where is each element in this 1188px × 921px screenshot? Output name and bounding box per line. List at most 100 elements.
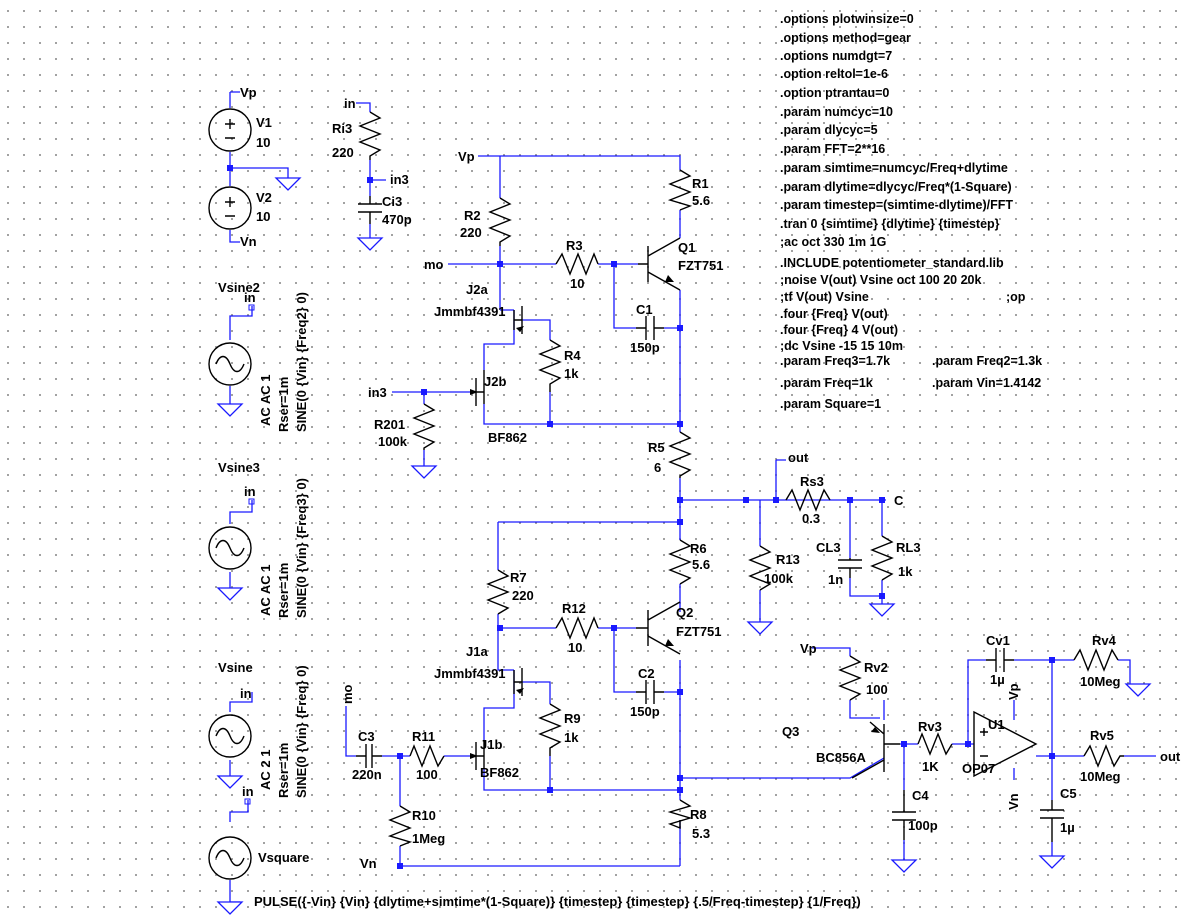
svg-text:C1: C1 bbox=[636, 302, 653, 317]
transistor-q3[interactable]: Q3 BC856A bbox=[782, 721, 900, 779]
potentiometer-rv4[interactable]: Rv4 10Meg bbox=[1073, 633, 1121, 689]
svg-text:Vsquare: Vsquare bbox=[258, 850, 309, 865]
sine-source-vsine2[interactable]: Vsine2 in AC AC 1 Rser=1m SINE(0 {Vin} {… bbox=[208, 280, 309, 432]
svg-text:.param timestep=(simtime-dlyti: .param timestep=(simtime-dlytime)/FFT bbox=[780, 198, 1013, 212]
svg-text:.INCLUDE potentiometer_standar: .INCLUDE potentiometer_standard.lib bbox=[780, 256, 1004, 270]
resistor-r13[interactable]: R13 100k bbox=[748, 545, 800, 591]
voltage-source-v1[interactable]: V1 10 bbox=[208, 108, 272, 152]
svg-text:10Meg: 10Meg bbox=[1080, 769, 1121, 784]
resistor-rv3[interactable]: Rv3 1K bbox=[917, 719, 953, 774]
voltage-source-v2[interactable]: V2 10 bbox=[208, 186, 272, 230]
resistor-r7[interactable]: R7 220 bbox=[486, 569, 534, 615]
resistor-r6[interactable]: R6 5.6 bbox=[668, 539, 710, 585]
potentiometer-rv5[interactable]: Rv5 10Meg bbox=[1080, 728, 1124, 784]
svg-text:R8: R8 bbox=[690, 807, 707, 822]
svg-text:6: 6 bbox=[654, 460, 661, 475]
spice-directives[interactable]: .options plotwinsize=0 .options method=g… bbox=[780, 12, 1042, 411]
svg-text:10: 10 bbox=[256, 135, 270, 150]
svg-text:C5: C5 bbox=[1060, 786, 1077, 801]
svg-text:470p: 470p bbox=[382, 212, 412, 227]
svg-text:in3: in3 bbox=[368, 385, 387, 400]
svg-text:FZT751: FZT751 bbox=[676, 624, 722, 639]
svg-text:Rv3: Rv3 bbox=[918, 719, 942, 734]
svg-text:R7: R7 bbox=[510, 570, 527, 585]
resistor-rv2[interactable]: Rv2 100 bbox=[838, 655, 888, 701]
svg-text:Vp: Vp bbox=[800, 641, 817, 656]
svg-text:Vsine: Vsine bbox=[218, 660, 253, 675]
pulse-source-vsquare[interactable]: in Vsquare PULSE({-Vin} {Vin} {dlytime+s… bbox=[208, 784, 861, 909]
svg-text:100: 100 bbox=[416, 767, 438, 782]
svg-text:R1: R1 bbox=[692, 176, 709, 191]
resistor-r5[interactable]: R5 6 bbox=[648, 431, 692, 478]
svg-text:Vsine3: Vsine3 bbox=[218, 460, 260, 475]
resistor-r9[interactable]: R9 1k bbox=[538, 703, 581, 756]
svg-text:mo: mo bbox=[424, 257, 444, 272]
svg-text:C: C bbox=[894, 493, 904, 508]
svg-text:.param Square=1: .param Square=1 bbox=[780, 397, 881, 411]
resistor-r8[interactable]: R8 5.3 bbox=[667, 799, 710, 841]
opamp-u1[interactable]: U1 OP07 bbox=[962, 710, 1038, 778]
svg-text:Rv2: Rv2 bbox=[864, 660, 888, 675]
jfet-j1a[interactable]: J1a Jmmbf4391 bbox=[434, 644, 524, 696]
svg-text:10Meg: 10Meg bbox=[1080, 674, 1121, 689]
transistor-q1[interactable]: Q1 FZT751 bbox=[638, 237, 724, 291]
capacitor-c3[interactable]: C3 220n bbox=[352, 729, 382, 782]
resistor-r3[interactable]: R3 10 bbox=[555, 238, 599, 291]
jfet-j1b[interactable]: J1b BF862 bbox=[470, 737, 519, 780]
capacitor-c1[interactable]: C1 150p bbox=[630, 302, 664, 355]
svg-text:R4: R4 bbox=[564, 348, 581, 363]
capacitor-cv1[interactable]: Cv1 1µ bbox=[986, 633, 1014, 687]
svg-text:CL3: CL3 bbox=[816, 540, 841, 555]
svg-text:.param Freq2=1.3k: .param Freq2=1.3k bbox=[932, 354, 1042, 368]
svg-text:1k: 1k bbox=[564, 730, 579, 745]
capacitor-c2[interactable]: C2 150p bbox=[630, 666, 664, 719]
sine-source-vsine3[interactable]: Vsine3 in AC AC 1 Rser=1m SINE(0 {Vin} {… bbox=[208, 460, 309, 618]
svg-text:AC AC 1: AC AC 1 bbox=[258, 564, 273, 616]
capacitor-c5[interactable]: C5 1µ bbox=[1040, 786, 1077, 842]
svg-text:5.3: 5.3 bbox=[692, 826, 710, 841]
svg-text:Vp: Vp bbox=[1006, 683, 1021, 700]
svg-text:Rser=1m: Rser=1m bbox=[276, 563, 291, 618]
resistor-rl3[interactable]: RL3 1k bbox=[870, 535, 921, 581]
svg-text:1k: 1k bbox=[898, 564, 913, 579]
svg-text:in: in bbox=[244, 484, 256, 499]
svg-text:SINE(0 {Vin} {Freq2} 0): SINE(0 {Vin} {Freq2} 0) bbox=[294, 292, 309, 432]
jfet-j2b[interactable]: J2b BF862 bbox=[470, 370, 527, 445]
svg-text:1µ: 1µ bbox=[1060, 820, 1075, 835]
svg-text:J1a: J1a bbox=[466, 644, 488, 659]
svg-text:.tran 0 {simtime} {dlytime} {t: .tran 0 {simtime} {dlytime} {timestep} bbox=[780, 217, 1000, 231]
ground-symbols bbox=[216, 177, 1152, 915]
svg-text:.four {Freq} V(out): .four {Freq} V(out) bbox=[780, 307, 888, 321]
svg-text:220: 220 bbox=[332, 145, 354, 160]
svg-text:100k: 100k bbox=[378, 434, 408, 449]
resistor-r4[interactable]: R4 1k bbox=[538, 339, 581, 392]
resistor-rs3[interactable]: Rs3 0.3 bbox=[785, 474, 831, 526]
resistor-r2[interactable]: R2 220 bbox=[460, 197, 512, 246]
sine-source-vsine[interactable]: Vsine in AC 2 1 Rser=1m SINE(0 {Vin} {Fr… bbox=[208, 660, 309, 798]
resistor-r12[interactable]: R12 10 bbox=[555, 601, 599, 655]
svg-text:Ri3: Ri3 bbox=[332, 121, 352, 136]
svg-text:Jmmbf4391: Jmmbf4391 bbox=[434, 304, 506, 319]
svg-text:;tf V(out) Vsine: ;tf V(out) Vsine bbox=[780, 290, 869, 304]
svg-text:.option ptrantau=0: .option ptrantau=0 bbox=[780, 86, 889, 100]
resistor-r11[interactable]: R11 100 bbox=[409, 729, 445, 782]
svg-text:5.6: 5.6 bbox=[692, 193, 710, 208]
svg-text:R13: R13 bbox=[776, 552, 800, 567]
svg-text:150p: 150p bbox=[630, 704, 660, 719]
svg-text:.options plotwinsize=0: .options plotwinsize=0 bbox=[780, 12, 914, 26]
svg-text:;dc Vsine -15 15 10m: ;dc Vsine -15 15 10m bbox=[780, 339, 903, 353]
resistor-r1[interactable]: R1 5.6 bbox=[667, 169, 710, 211]
svg-text:1k: 1k bbox=[564, 366, 579, 381]
capacitor-ci3[interactable]: Ci3 470p bbox=[358, 194, 412, 227]
transistor-q2[interactable]: Q2 FZT751 bbox=[636, 601, 722, 655]
svg-text:.param Vin=1.4142: .param Vin=1.4142 bbox=[932, 376, 1041, 390]
capacitor-cl3[interactable]: CL3 1n bbox=[816, 540, 862, 587]
svg-text:220: 220 bbox=[512, 588, 534, 603]
resistor-r201[interactable]: R201 100k bbox=[374, 403, 436, 450]
capacitor-c4[interactable]: C4 100p bbox=[892, 788, 938, 840]
svg-text:;noise V(out) Vsine oct 100 20: ;noise V(out) Vsine oct 100 20 20k bbox=[780, 273, 982, 287]
resistor-ri3[interactable]: Ri3 220 bbox=[332, 111, 382, 160]
resistor-r10[interactable]: R10 1Meg bbox=[387, 805, 445, 847]
jfet-j2a[interactable]: J2a Jmmbf4391 bbox=[434, 282, 524, 334]
